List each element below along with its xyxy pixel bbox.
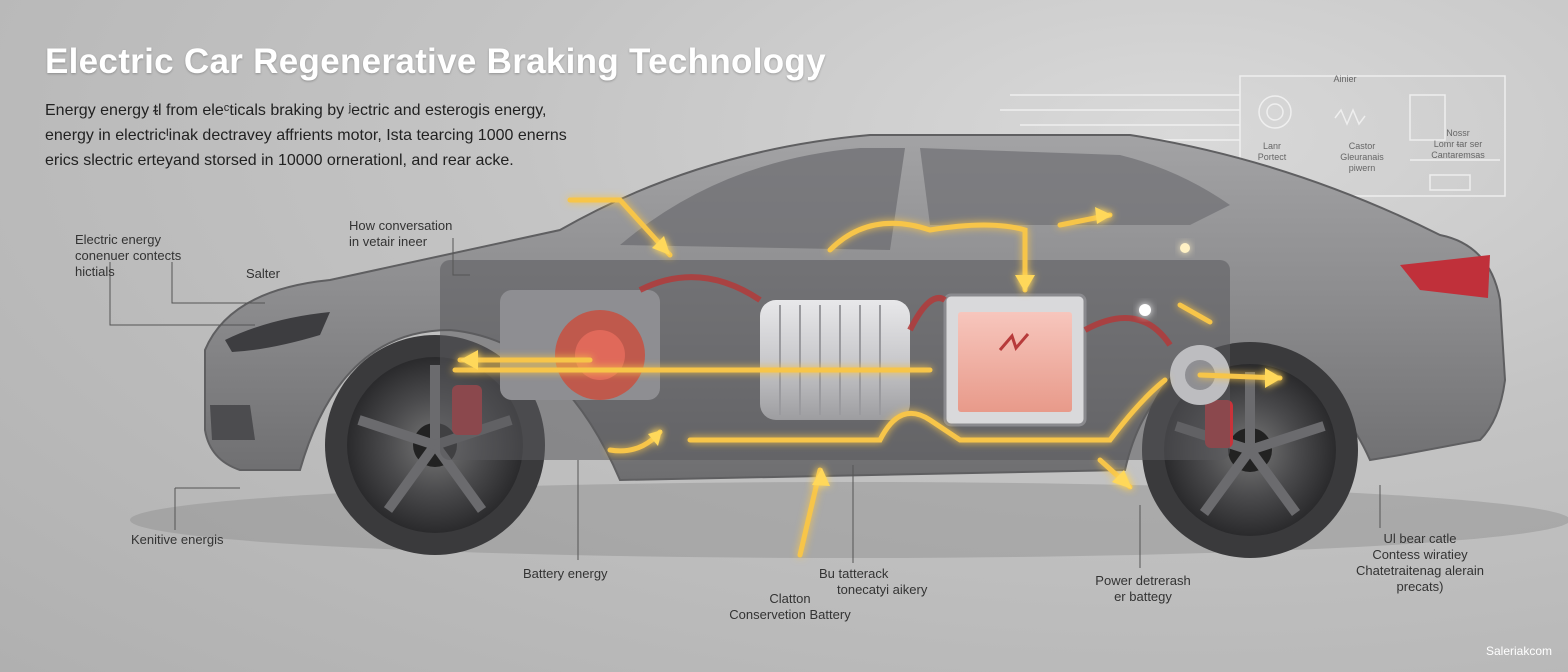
callout-line: hictials (75, 264, 115, 279)
callout-clatton: Clatton Conservetion Battery (720, 591, 860, 623)
blueprint-label-1: Lanr Portect (1252, 141, 1292, 163)
callout-ul-bear: Ul bear catle Contess wiratiey Chatetrai… (1340, 531, 1500, 595)
power-cables (638, 274, 1173, 347)
energy-sparkle (1180, 243, 1190, 253)
blueprint-line: piwern (1348, 163, 1376, 173)
blueprint-line: Gleuranais (1340, 152, 1384, 162)
callout-electric-energy: Electric energy conenuer contects hictia… (75, 232, 181, 280)
blueprint-top-label: Ainier (1333, 74, 1357, 84)
callout-line: precats) (1396, 579, 1444, 594)
blueprint-line: Portect (1257, 152, 1287, 162)
callout-line: in vetair ineer (349, 234, 428, 249)
callout-salter: Salter (246, 266, 280, 281)
callout-kenitive-energis: Kenitive energis (131, 532, 224, 547)
intro-line: erics slectric erteyand storsed in 10000… (45, 152, 514, 169)
callout-how-conversation: How conversation in vetair ineer (349, 218, 452, 250)
callout-line: er battegy (1114, 589, 1172, 604)
callout-line: Conservetion Battery (729, 607, 851, 622)
side-window-rear (920, 148, 1230, 225)
side-window-front (620, 148, 905, 250)
arrow-heads (460, 207, 1282, 489)
callout-line: Power detrerash (1095, 573, 1191, 588)
callout-line: Electric energy (75, 232, 161, 247)
electric-motor (760, 300, 910, 420)
watermark: Saleriakcom (1485, 644, 1552, 658)
callout-leaders (109, 238, 1381, 568)
intro-line: energy in electricᴵinak dectravey affrie… (45, 127, 567, 144)
blueprint-line: Lomr ᵵar ser (1433, 139, 1483, 149)
tail-light (1400, 255, 1490, 298)
front-grille (210, 405, 255, 440)
callout-line: Clatton (769, 591, 811, 606)
callout-line: tonecatyi aikery (837, 582, 928, 597)
callout-batterack: Bu tatterack tonecatyi aikery (819, 566, 927, 598)
callout-line: conenuer contects (75, 248, 182, 263)
blueprint-label-3: Nossr Lomr ᵵar ser Cantaremsas (1418, 128, 1498, 161)
battery-pack (943, 293, 1087, 427)
blueprint-line: Cantaremsas (1431, 150, 1485, 160)
page-title: Electric Car Regenerative Braking Techno… (45, 42, 826, 81)
blueprint-label-2: Castor Gleuranais piwern (1332, 141, 1392, 174)
headlight (225, 312, 330, 352)
callout-line: Contess wiratiey (1372, 547, 1468, 562)
callout-line: How conversation (349, 218, 453, 233)
intro-line: Energy energy ᵵl from eleᶜticals braking… (45, 102, 547, 119)
callout-line: Chatetraitenag alerain (1356, 563, 1484, 578)
blueprint-line: Castor (1348, 141, 1376, 151)
callout-line: Ul bear catle (1383, 531, 1457, 546)
callout-line: Bu tatterack (819, 566, 889, 581)
callout-power: Power detrerash er battegy (1088, 573, 1198, 605)
energy-sparkle (1139, 304, 1151, 316)
front-motor (500, 290, 660, 400)
blueprint-line: Nossr (1446, 128, 1470, 138)
intro-paragraph: Energy energy ᵵl from eleᶜticals braking… (45, 98, 665, 173)
blueprint-line: Lanr (1262, 141, 1281, 151)
callout-battery-energy: Battery energy (523, 566, 608, 581)
blueprint-schematic (1000, 75, 1506, 197)
